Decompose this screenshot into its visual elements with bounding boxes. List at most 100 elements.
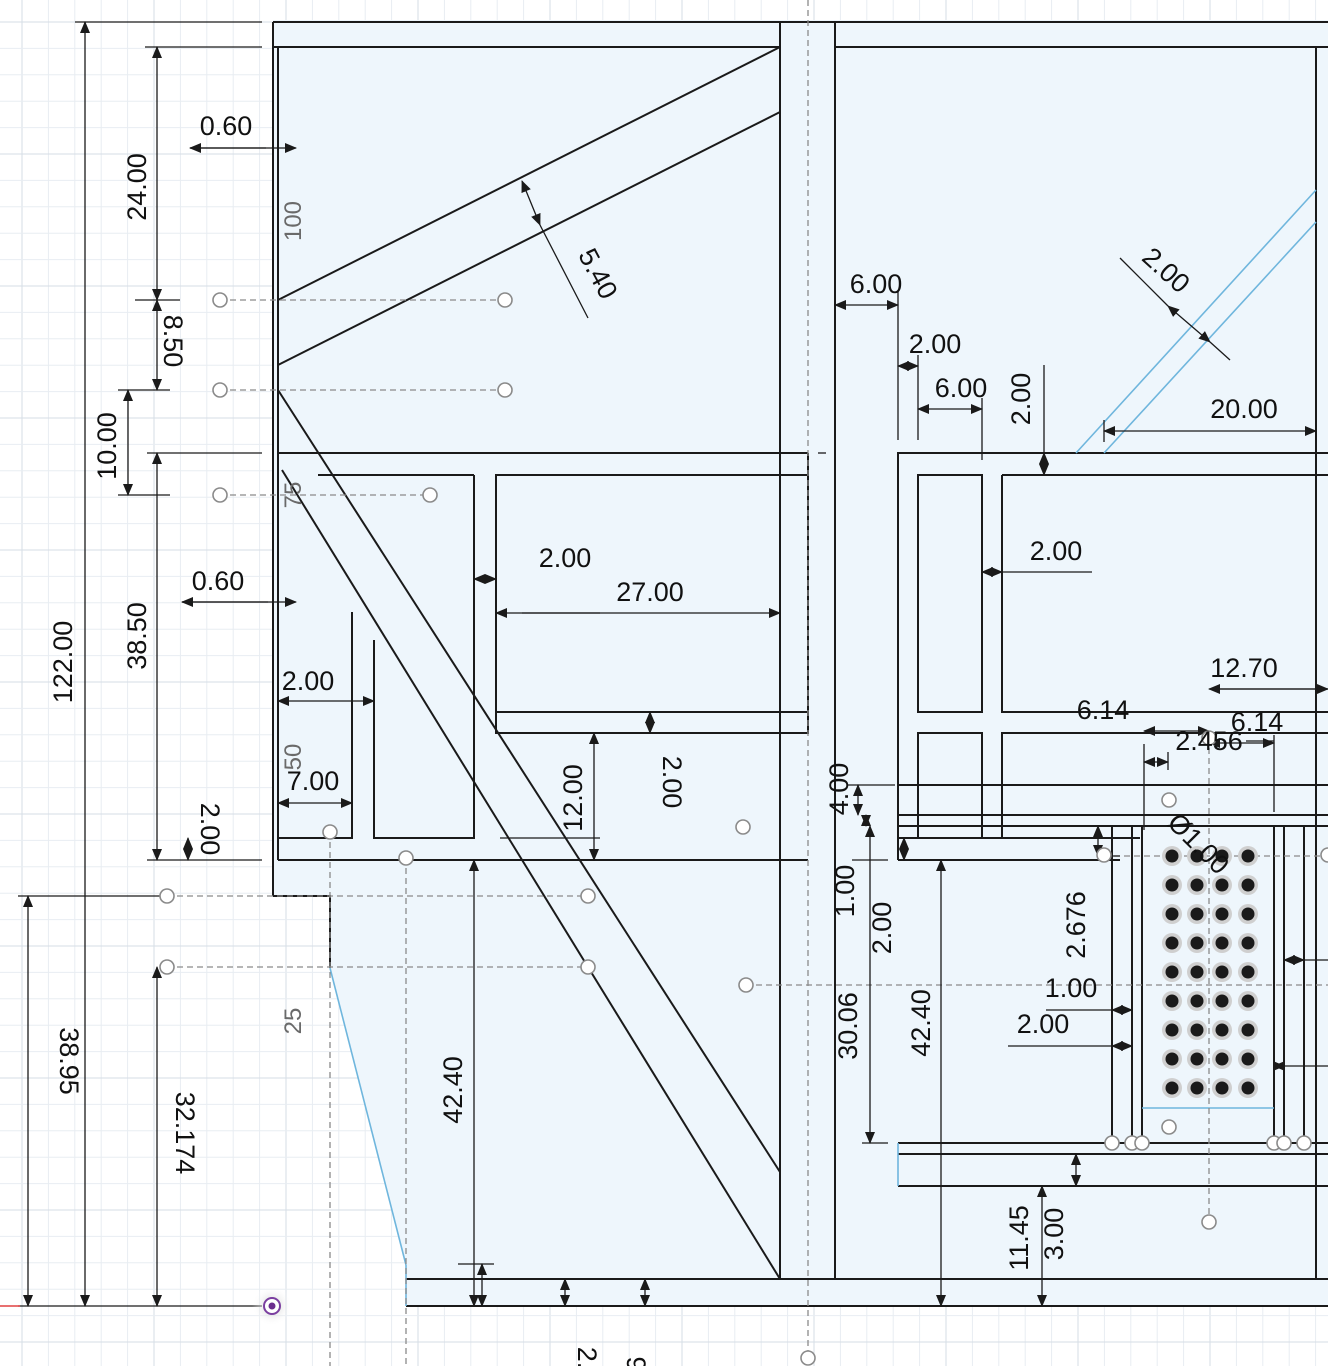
long-brace-edge-b[interactable] bbox=[281, 469, 781, 1280]
dimension-label[interactable]: 20.00 bbox=[1210, 394, 1278, 424]
dimension-labels[interactable]: 0.60 24.00 8.50 10.00 122.00 38.50 0.60 … bbox=[48, 111, 1283, 1366]
sketch-point[interactable] bbox=[497, 382, 513, 398]
dimension-label[interactable]: 6.14 bbox=[1077, 695, 1130, 725]
dimension-label[interactable]: 11.45 bbox=[1004, 1205, 1034, 1271]
hole-pattern[interactable] bbox=[1162, 846, 1258, 1098]
sketch-point[interactable] bbox=[800, 1350, 816, 1366]
dimension-label[interactable]: 6.14 bbox=[1231, 707, 1284, 737]
dimension-label[interactable]: 12.00 bbox=[558, 764, 588, 832]
sketch-point[interactable] bbox=[1161, 792, 1177, 808]
sketch-point[interactable] bbox=[497, 292, 513, 308]
upper-brace-edge-a[interactable] bbox=[277, 46, 781, 301]
hole-icon[interactable] bbox=[1165, 1023, 1179, 1037]
dimension-label[interactable]: 2.00 bbox=[657, 756, 687, 809]
sketch-point[interactable] bbox=[212, 487, 228, 503]
sketch-point[interactable] bbox=[322, 824, 338, 840]
sketch-point[interactable] bbox=[1296, 1135, 1312, 1151]
dimension-label[interactable]: 2.456 bbox=[1175, 726, 1243, 756]
dimension-label[interactable]: 2.00 bbox=[282, 666, 335, 696]
dimension-label[interactable]: 1.00 bbox=[1045, 973, 1098, 1003]
sketch-point[interactable] bbox=[422, 487, 438, 503]
dimension-label[interactable]: 24.00 bbox=[122, 153, 152, 221]
dimension-label[interactable]: 0.60 bbox=[200, 111, 253, 141]
hole-icon[interactable] bbox=[1165, 1052, 1179, 1066]
sketch-point[interactable] bbox=[580, 959, 596, 975]
sketch-point[interactable] bbox=[159, 959, 175, 975]
dimension-label[interactable]: 3.00 bbox=[1039, 1208, 1069, 1261]
dimension-label[interactable]: 42.40 bbox=[438, 1056, 468, 1124]
hole-icon[interactable] bbox=[1215, 1081, 1229, 1095]
hole-icon[interactable] bbox=[1215, 878, 1229, 892]
dimension-label[interactable]: 10.00 bbox=[92, 412, 122, 480]
hole-icon[interactable] bbox=[1165, 1081, 1179, 1095]
sketch-points[interactable] bbox=[159, 292, 1328, 1366]
sketch-point[interactable] bbox=[1161, 1119, 1177, 1135]
dimension-label[interactable]: 1.00 bbox=[830, 865, 860, 918]
dimension-label[interactable]: 42.40 bbox=[906, 989, 936, 1057]
hole-icon[interactable] bbox=[1215, 849, 1229, 863]
dimension-label[interactable]: 2. bbox=[572, 1347, 602, 1366]
hole-icon[interactable] bbox=[1190, 1081, 1204, 1095]
hole-icon[interactable] bbox=[1165, 849, 1179, 863]
long-brace-edge-a[interactable] bbox=[277, 389, 781, 1173]
hole-icon[interactable] bbox=[1215, 994, 1229, 1008]
hole-icon[interactable] bbox=[1165, 965, 1179, 979]
hole-icon[interactable] bbox=[1165, 907, 1179, 921]
dimension-label[interactable]: 9 bbox=[621, 1356, 651, 1366]
dimension-label[interactable]: 12.70 bbox=[1210, 653, 1278, 683]
sketch-point[interactable] bbox=[1201, 730, 1217, 746]
sketch-point[interactable] bbox=[580, 888, 596, 904]
dimension-label[interactable]: 2.00 bbox=[867, 902, 897, 955]
sketch-point[interactable] bbox=[1320, 847, 1328, 863]
sketch-point[interactable] bbox=[398, 850, 414, 866]
sketch-point[interactable] bbox=[738, 977, 754, 993]
sketch-point[interactable] bbox=[1104, 1135, 1120, 1151]
hole-icon[interactable] bbox=[1165, 936, 1179, 950]
sketch-point[interactable] bbox=[1201, 1214, 1217, 1230]
hole-icon[interactable] bbox=[1241, 849, 1255, 863]
dimension-label[interactable]: 6.00 bbox=[850, 269, 903, 299]
dimension-label[interactable]: 2.676 bbox=[1061, 891, 1091, 959]
hole-icon[interactable] bbox=[1215, 1052, 1229, 1066]
sketch-point[interactable] bbox=[735, 819, 751, 835]
hole-icon[interactable] bbox=[1241, 1052, 1255, 1066]
hole-icon[interactable] bbox=[1241, 965, 1255, 979]
dimension-label[interactable]: 0.60 bbox=[192, 566, 245, 596]
upper-brace-edge-b[interactable] bbox=[277, 111, 781, 366]
left-bay-slot[interactable] bbox=[278, 612, 353, 839]
hole-icon[interactable] bbox=[1190, 1023, 1204, 1037]
hole-icon[interactable] bbox=[1190, 936, 1204, 950]
dimension-label[interactable]: 2.00 bbox=[1030, 536, 1083, 566]
dimension-label[interactable]: 38.50 bbox=[122, 602, 152, 670]
hole-icon[interactable] bbox=[1190, 965, 1204, 979]
hole-icon[interactable] bbox=[1241, 878, 1255, 892]
hole-icon[interactable] bbox=[1241, 994, 1255, 1008]
dimension-label[interactable]: 8.50 bbox=[158, 315, 188, 368]
left-bay-panel[interactable] bbox=[373, 475, 475, 839]
sketch-point[interactable] bbox=[1096, 847, 1112, 863]
hole-icon[interactable] bbox=[1241, 1023, 1255, 1037]
dimension-label[interactable]: 30.06 bbox=[833, 992, 863, 1060]
hole-icon[interactable] bbox=[1190, 878, 1204, 892]
hole-icon[interactable] bbox=[1190, 849, 1204, 863]
hole-icon[interactable] bbox=[1241, 907, 1255, 921]
right-bay-panel[interactable] bbox=[1001, 475, 1328, 713]
dimension-label[interactable]: 6.00 bbox=[935, 373, 988, 403]
dimension-label[interactable]: 32.174 bbox=[170, 1092, 200, 1175]
hole-icon[interactable] bbox=[1215, 907, 1229, 921]
dimension-label[interactable]: 122.00 bbox=[48, 621, 78, 704]
right-bay-slot-upper[interactable] bbox=[917, 474, 983, 713]
sketch-point[interactable] bbox=[159, 888, 175, 904]
dimension-label[interactable]: 27.00 bbox=[616, 577, 684, 607]
sketch-point[interactable] bbox=[212, 382, 228, 398]
hole-icon[interactable] bbox=[1165, 994, 1179, 1008]
dimension-label[interactable]: 2.00 bbox=[1017, 1009, 1070, 1039]
hole-icon[interactable] bbox=[1215, 1023, 1229, 1037]
sketch-point[interactable] bbox=[212, 292, 228, 308]
hole-icon[interactable] bbox=[1190, 907, 1204, 921]
dimension-label[interactable]: 38.95 bbox=[54, 1027, 84, 1095]
hole-icon[interactable] bbox=[1241, 1081, 1255, 1095]
dimension-label[interactable]: 2.00 bbox=[195, 803, 225, 856]
dimension-label[interactable]: 2.00 bbox=[1006, 373, 1036, 426]
